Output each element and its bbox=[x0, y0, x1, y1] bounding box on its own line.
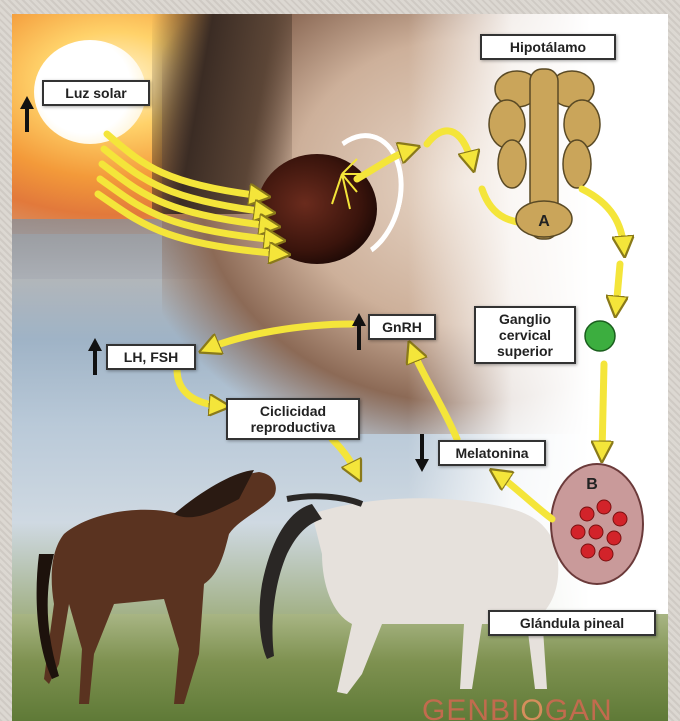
label-lh-fsh: LH, FSH bbox=[106, 344, 196, 370]
label-melatonina: Melatonina bbox=[438, 440, 546, 466]
diagram-panel: A B bbox=[12, 14, 668, 721]
label-luz-solar: Luz solar bbox=[42, 80, 150, 106]
retina-rays bbox=[332, 159, 364, 209]
marker-a: A bbox=[538, 213, 550, 230]
melatonin-decrease-arrow-icon bbox=[415, 434, 429, 472]
marker-b: B bbox=[586, 476, 598, 493]
gnrh-increase-arrow-icon bbox=[352, 313, 366, 350]
label-glandula-pineal: Glándula pineal bbox=[488, 610, 656, 636]
genbiogan-logo: GENBIOGAN bbox=[422, 694, 613, 721]
label-ganglio: Ganglio cervical superior bbox=[474, 306, 576, 364]
lhfsh-increase-arrow-icon bbox=[88, 338, 102, 375]
sunlight-arrows bbox=[98, 134, 282, 254]
label-ciclicidad: Ciclicidad reproductiva bbox=[226, 398, 360, 440]
label-hipotalamo: Hipotálamo bbox=[480, 34, 616, 60]
label-gnrh: GnRH bbox=[368, 314, 436, 340]
increase-arrow-icon bbox=[20, 96, 34, 132]
ganglion-icon bbox=[585, 321, 615, 351]
